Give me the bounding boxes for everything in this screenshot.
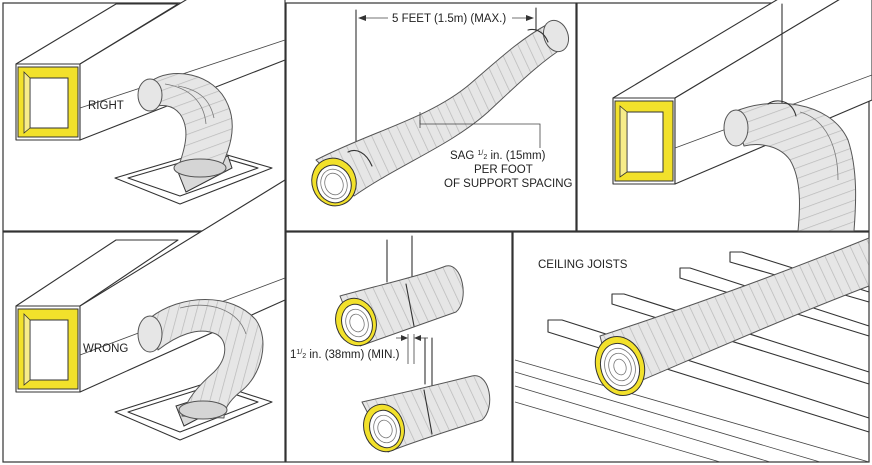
panel-hanger-top-right <box>576 0 872 232</box>
dimension-label: 5 FEET (1.5m) (MAX.) <box>392 13 506 25</box>
panel-right: RIGHT <box>2 0 286 232</box>
flex-duct-upper <box>335 265 464 347</box>
flex-duct-wrong <box>137 299 264 420</box>
label-wrong: WRONG <box>83 343 128 355</box>
svg-text:PER FOOT: PER FOOT <box>474 164 533 176</box>
svg-text:11/2 in. (38mm) (MIN.): 11/2 in. (38mm) (MIN.) <box>290 349 400 361</box>
svg-text:SAG 1/2 in. (15mm): SAG 1/2 in. (15mm) <box>450 150 546 162</box>
flex-duct-lower <box>361 375 491 453</box>
sag-label: SAG 1/2 in. (15mm) PER FOOT OF SUPPORT S… <box>444 150 572 190</box>
dimension-5-feet: 5 FEET (1.5m) (MAX.) <box>358 13 534 25</box>
flex-duct-right <box>137 73 233 178</box>
label-ceiling-joists: CEILING JOISTS <box>538 259 628 271</box>
svg-text:OF SUPPORT SPACING: OF SUPPORT SPACING <box>444 178 572 190</box>
strap-label: 11/2 in. (38mm) (MIN.) <box>290 349 400 361</box>
panel-support-spacing: 5 FEET (1.5m) (MAX.) SAG 1/2 in. (15mm) … <box>285 2 577 232</box>
flex-duct-joists <box>594 237 870 396</box>
panel-ceiling-joists: CEILING JOISTS <box>512 231 870 463</box>
panel-strap-width: 11/2 in. (38mm) (MIN.) <box>285 231 513 463</box>
sag-leader <box>419 112 541 148</box>
strap-dimension <box>396 334 428 364</box>
flex-duct-top-right <box>723 100 857 232</box>
label-right: RIGHT <box>88 100 124 112</box>
trunk-duct <box>15 0 286 141</box>
flex-duct-sag <box>311 19 570 207</box>
panel-wrong: WRONG <box>2 179 286 463</box>
